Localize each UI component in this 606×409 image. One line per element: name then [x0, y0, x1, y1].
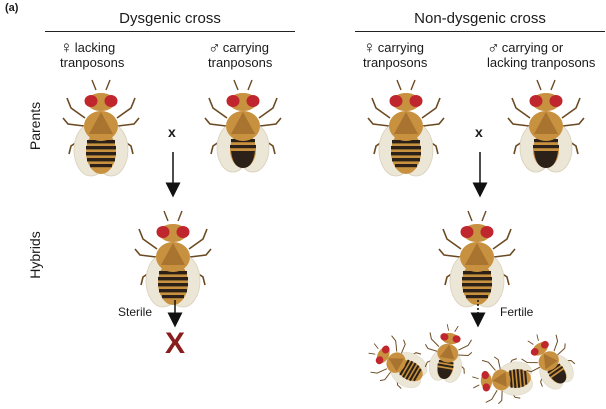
fly-male-nondysgenic	[507, 79, 585, 173]
dysgenic-female-label: ♀lacking tranposons	[60, 38, 125, 70]
nondysgenic-female-label: ♀carrying tranposons	[363, 38, 428, 70]
nondysgenic-female-text-1: carrying	[377, 40, 424, 55]
fertile-label: Fertile	[500, 305, 534, 319]
fly-offspring-1	[359, 327, 436, 400]
dysgenic-female-text-2: tranposons	[60, 55, 125, 70]
fly-hybrid-dysgenic	[134, 210, 212, 308]
dysgenic-male-label: ♂carrying tranposons	[208, 38, 273, 70]
male-symbol-icon: ♂	[208, 38, 221, 57]
sterile-x-mark: X	[165, 327, 186, 360]
panel-label: (a)	[5, 2, 19, 14]
dysgenic-female-text-1: lacking	[74, 40, 116, 55]
dysgenic-male-text-1: carrying	[222, 40, 269, 55]
male-symbol-icon: ♂	[487, 38, 500, 57]
fly-hybrid-nondysgenic	[438, 210, 516, 308]
female-symbol-icon: ♀	[363, 38, 376, 57]
nondysgenic-cross-title: Non-dysgenic cross	[414, 10, 546, 27]
fly-female-dysgenic	[62, 79, 140, 177]
nondysgenic-female-text-2: tranposons	[363, 55, 428, 70]
dysgenic-cross-symbol: x	[168, 124, 176, 140]
nondysgenic-cross-symbol: x	[475, 124, 483, 140]
dysgenic-title-rule	[45, 31, 295, 32]
nondysgenic-title-rule	[355, 31, 605, 32]
fly-male-dysgenic	[204, 79, 282, 173]
sterile-label: Sterile	[118, 305, 153, 319]
dysgenic-cross-title: Dysgenic cross	[119, 10, 221, 27]
dysgenic-male-text-2: tranposons	[208, 55, 273, 70]
nondysgenic-male-label: ♂carrying or lacking tranposons	[487, 38, 596, 70]
fly-female-nondysgenic	[367, 79, 445, 177]
female-symbol-icon: ♀	[60, 38, 73, 57]
fly-offspring-2	[419, 320, 477, 386]
nondysgenic-male-text-2: lacking tranposons	[487, 55, 596, 70]
nondysgenic-male-text-1: carrying or	[501, 40, 564, 55]
